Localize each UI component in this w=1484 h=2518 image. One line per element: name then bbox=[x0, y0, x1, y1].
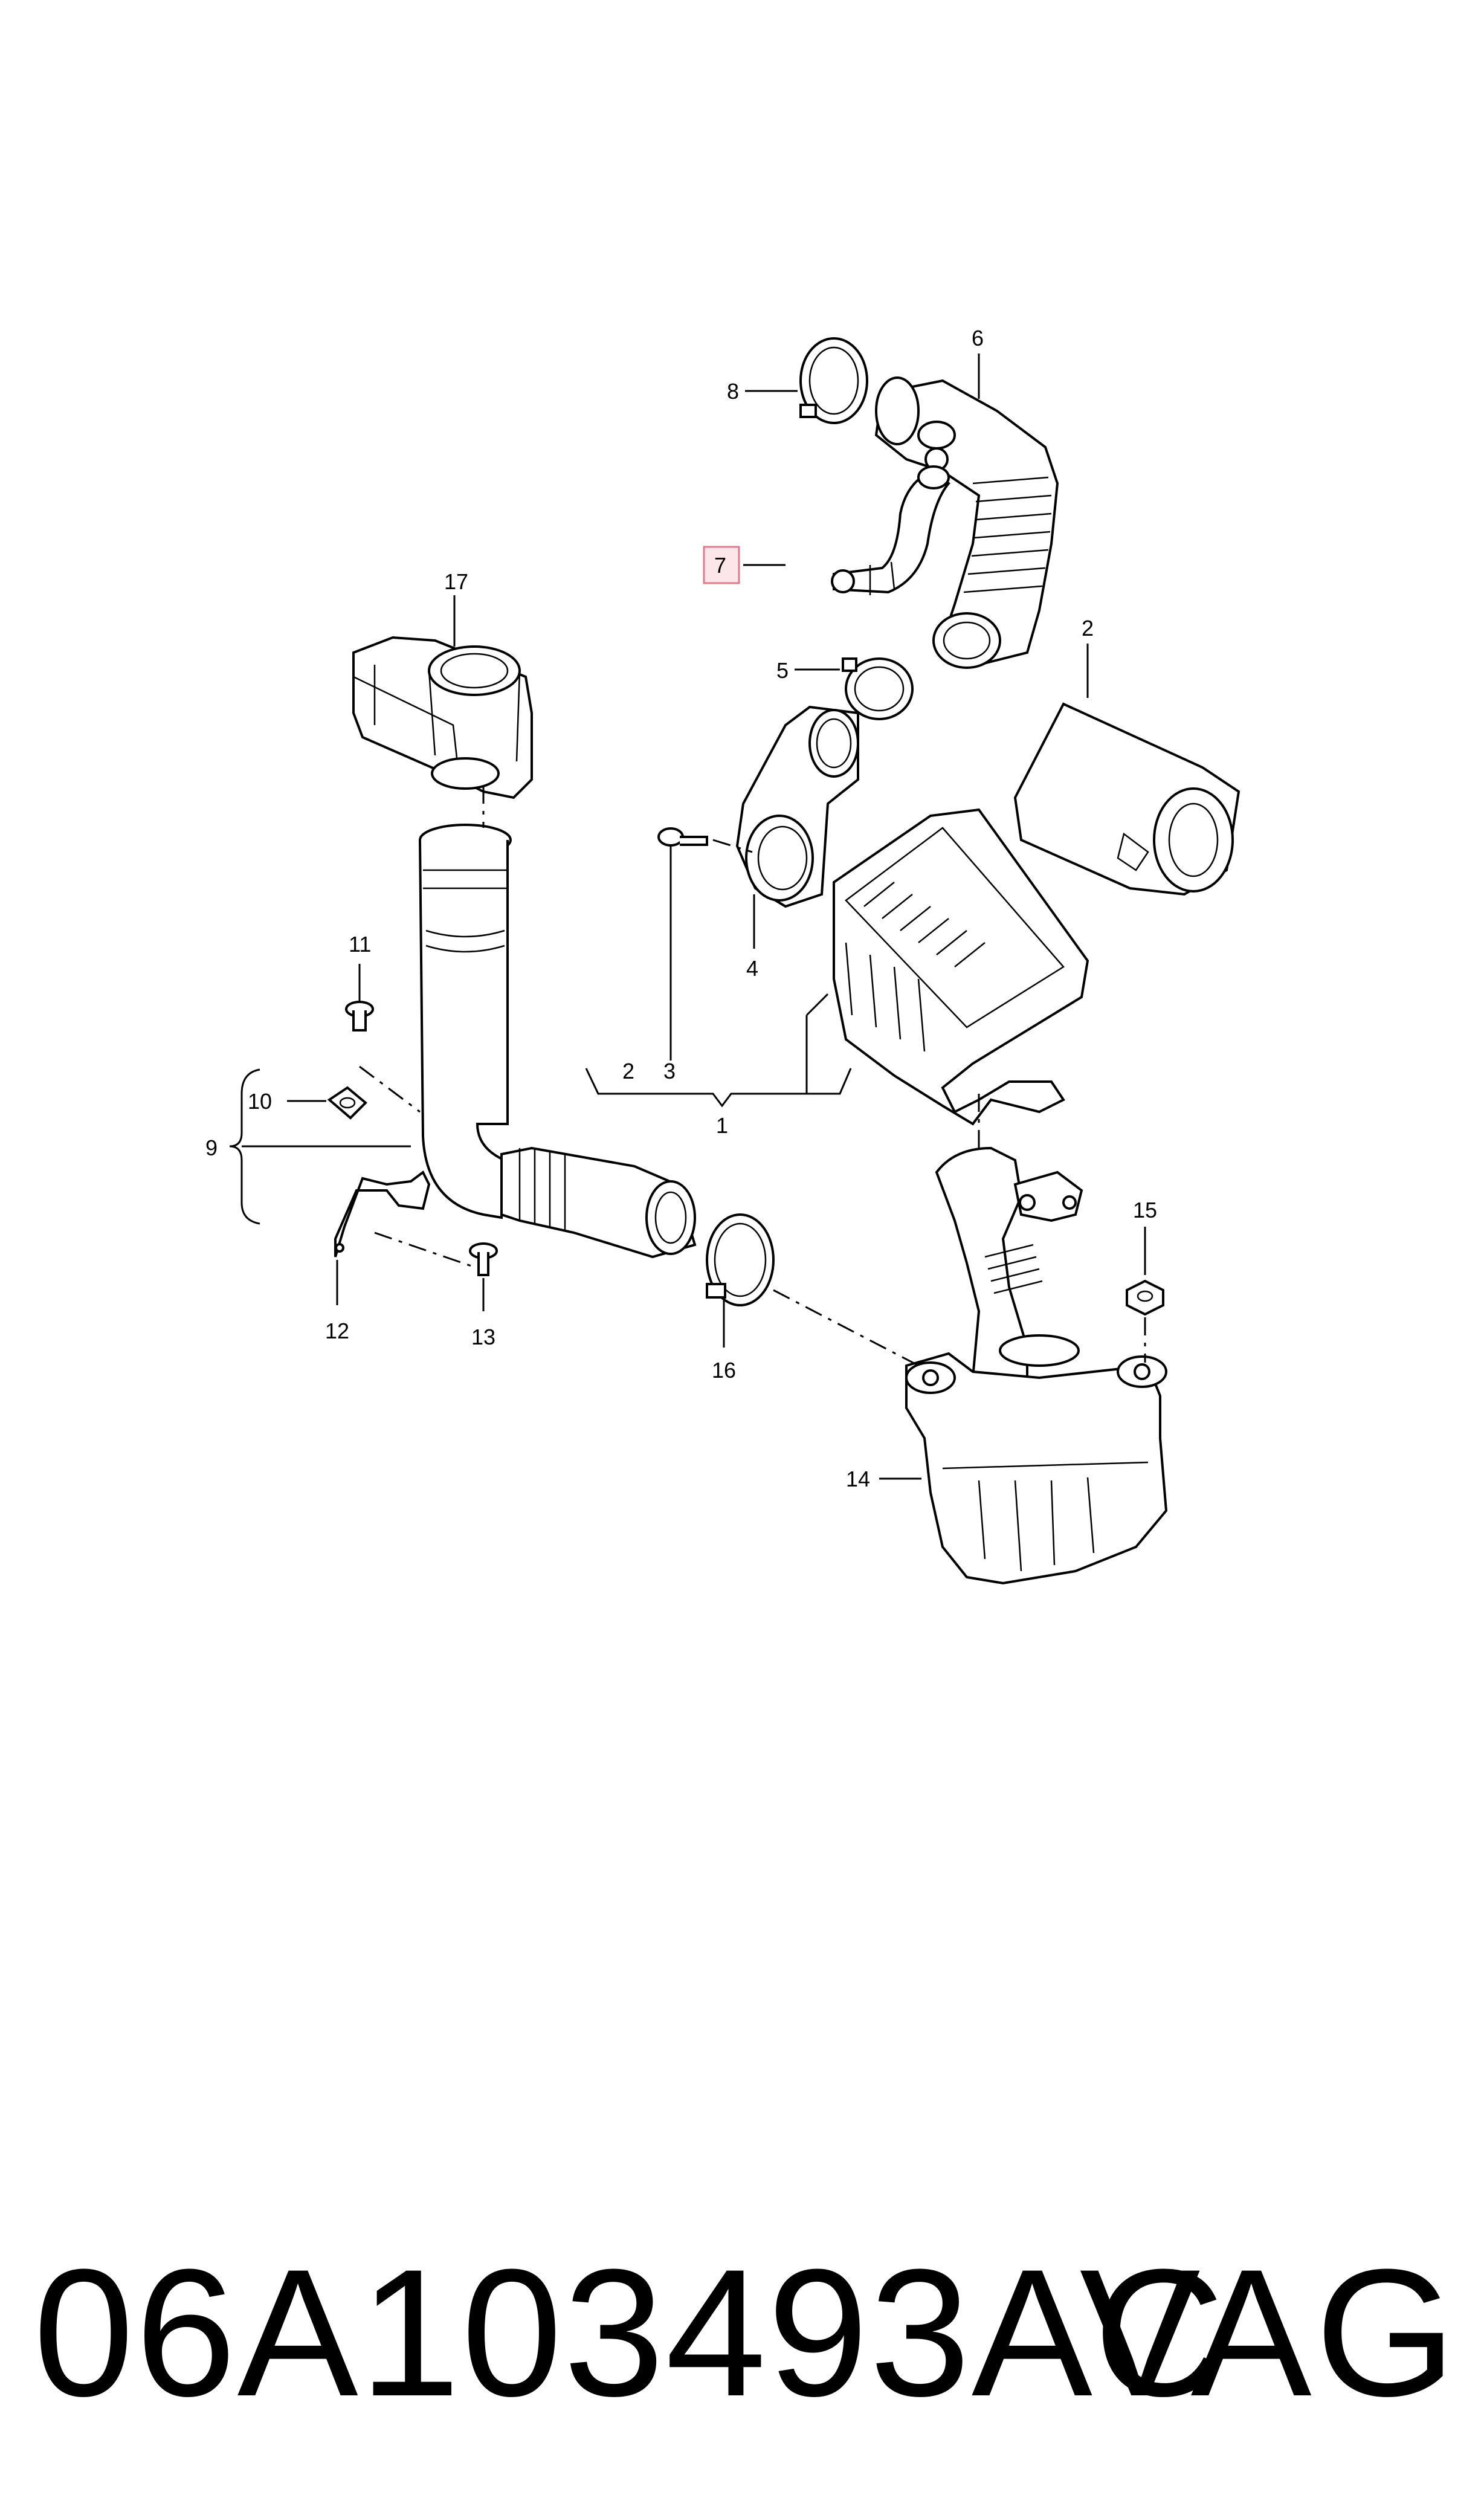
callout-labels: 17 11 10 9 12 13 16 14 15 8 6 7 5 2 4 2 … bbox=[205, 326, 1157, 1491]
callout-9[interactable]: 9 bbox=[205, 1135, 218, 1160]
footer: 06A103493AC VAG bbox=[0, 2236, 1484, 2429]
callout-2-group[interactable]: 2 bbox=[622, 1059, 634, 1083]
assembly-center-lines bbox=[359, 786, 1146, 1370]
callout-17[interactable]: 17 bbox=[444, 569, 468, 594]
part-12-bracket bbox=[334, 1170, 431, 1257]
callout-4[interactable]: 4 bbox=[746, 956, 758, 981]
part-16-hose-clamp bbox=[706, 1213, 775, 1306]
leader-lines bbox=[229, 353, 1146, 1480]
part-6-intake-hose bbox=[874, 376, 1059, 669]
callout-8[interactable]: 8 bbox=[727, 379, 739, 404]
callout-7[interactable]: 7 bbox=[714, 553, 726, 578]
callout-10[interactable]: 10 bbox=[248, 1089, 272, 1114]
callout-11[interactable]: 11 bbox=[349, 932, 371, 957]
intake-pipe bbox=[419, 824, 697, 1259]
part-3-screw bbox=[657, 827, 708, 847]
callout-3[interactable]: 3 bbox=[663, 1059, 676, 1083]
callout-13[interactable]: 13 bbox=[471, 1325, 495, 1349]
part-number: 06A103493AC bbox=[33, 2231, 1226, 2434]
callout-7-highlight bbox=[703, 546, 740, 584]
part-13-screw bbox=[469, 1242, 498, 1276]
part-17-air-intake-duct bbox=[352, 636, 533, 799]
part-5-hose-clamp bbox=[842, 657, 914, 720]
part-4-elbow-connector bbox=[735, 705, 859, 908]
part-1-air-filter-housing bbox=[833, 808, 1089, 1126]
callout-14[interactable]: 14 bbox=[846, 1467, 870, 1491]
part-14-resonator bbox=[905, 1146, 1168, 1585]
callout-5[interactable]: 5 bbox=[776, 658, 789, 683]
callout-16[interactable]: 16 bbox=[712, 1358, 736, 1383]
part-8-hose-clamp bbox=[799, 337, 868, 424]
part-10-clip bbox=[327, 1086, 367, 1120]
callout-15[interactable]: 15 bbox=[1133, 1198, 1157, 1222]
callout-2-filter[interactable]: 2 bbox=[1082, 616, 1094, 641]
part-11-bolt bbox=[345, 1001, 374, 1031]
callout-6[interactable]: 6 bbox=[972, 326, 984, 350]
callout-1[interactable]: 1 bbox=[716, 1113, 728, 1138]
part-2-filter-element bbox=[1013, 702, 1240, 896]
callout-12[interactable]: 12 bbox=[325, 1319, 349, 1343]
part-7-breather-hose bbox=[831, 465, 950, 595]
parts-diagram: 17 11 10 9 12 13 16 14 15 8 6 7 5 2 4 2 … bbox=[205, 326, 1240, 1585]
part-15-nut bbox=[1126, 1279, 1164, 1316]
brand-label: VAG bbox=[1079, 2231, 1460, 2434]
